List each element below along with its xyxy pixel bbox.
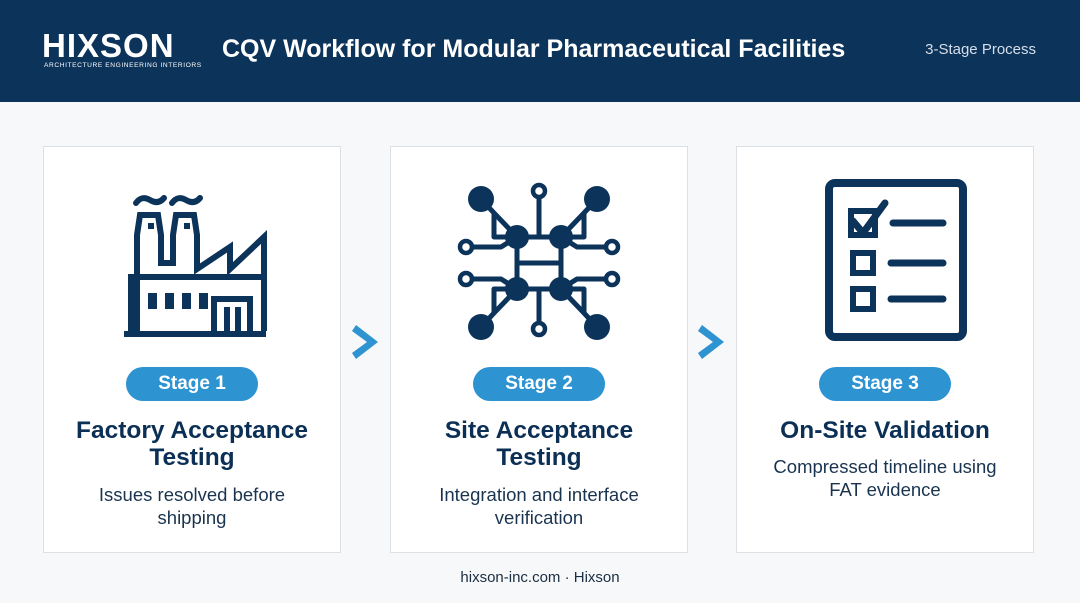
- logo-wordmark: HIXSON: [42, 27, 175, 64]
- stage-description-1: Issues resolved before shipping: [98, 484, 286, 528]
- factory-icon: [124, 195, 267, 337]
- stage-pill-2: Stage 2: [473, 367, 605, 401]
- chevron-right-icon: [352, 325, 378, 359]
- footer-credit: hixson-inc.com · Hixson: [460, 569, 620, 586]
- chevron-right-icon: [698, 325, 724, 359]
- stage-pill-1: Stage 1: [126, 367, 258, 401]
- stage-card-3: Stage 3 On-Site Validation Compressed ti…: [736, 146, 1034, 553]
- stage-pill-3: Stage 3: [819, 367, 951, 401]
- circuit-network-icon: [457, 182, 621, 340]
- stage-description-3: Compressed timeline using FAT evidence: [773, 456, 997, 500]
- page-title: CQV Workflow for Modular Pharmaceutical …: [222, 35, 846, 63]
- stage-title-2: Site Acceptance Testing: [444, 417, 634, 471]
- process-badge: 3-Stage Process: [925, 41, 1036, 58]
- checklist-icon: [825, 179, 967, 341]
- stage-title-3: On-Site Validation: [780, 417, 990, 444]
- stage-title-1: Factory Acceptance Testing: [76, 417, 308, 471]
- stage-card-2: Stage 2 Site Acceptance Testing Integrat…: [390, 146, 688, 553]
- stage-description-2: Integration and interface verification: [439, 484, 639, 528]
- header-bar: HIXSON ARCHITECTURE ENGINEERING INTERIOR…: [0, 0, 1080, 102]
- stage-card-1: Stage 1 Factory Acceptance Testing Issue…: [43, 146, 341, 553]
- logo-tagline: ARCHITECTURE ENGINEERING INTERIORS: [44, 62, 202, 69]
